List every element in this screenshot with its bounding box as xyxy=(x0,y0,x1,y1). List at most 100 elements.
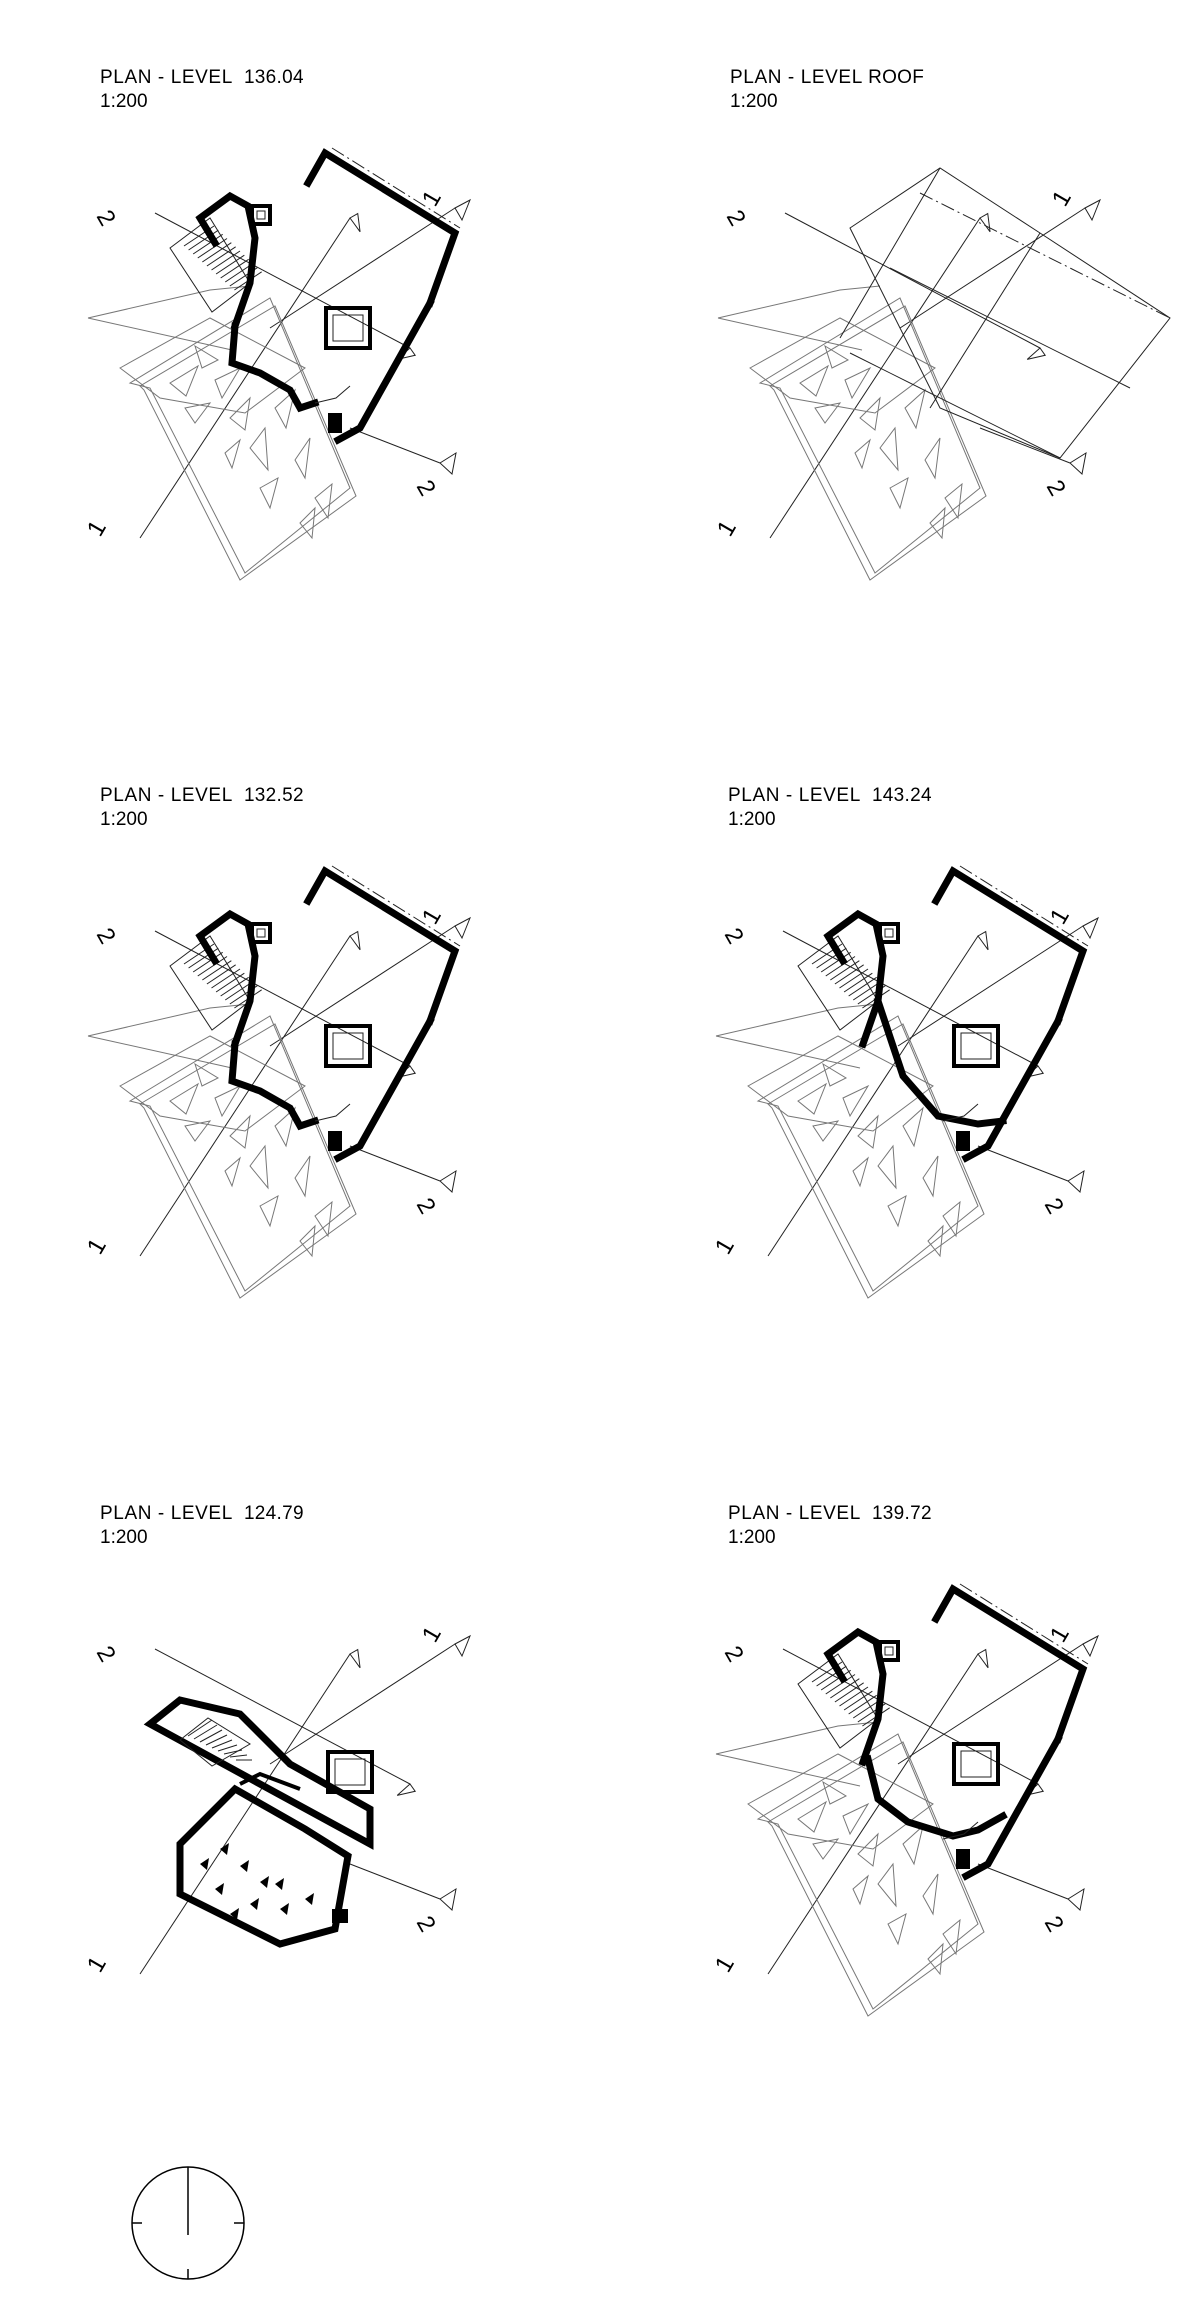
stair-tread xyxy=(199,1729,223,1743)
section-line xyxy=(139,1653,351,1975)
terrace-outline-inner xyxy=(139,305,357,581)
section-line-ext xyxy=(349,1145,441,1182)
stair-tread xyxy=(211,968,241,989)
wedge-line xyxy=(715,1753,861,1787)
section-arrow-icon xyxy=(1067,1887,1085,1911)
column xyxy=(328,1131,342,1151)
stair-tread xyxy=(830,1678,860,1699)
wedge-line xyxy=(715,1721,879,1755)
screen-fin xyxy=(927,1224,944,1258)
screen-fin xyxy=(229,1114,251,1149)
plan-title: PLAN - LEVEL 143.24 xyxy=(728,785,932,806)
stair-tread xyxy=(202,242,232,263)
screen-fin xyxy=(299,1224,316,1258)
south-wall xyxy=(228,1040,320,1131)
screen-fin xyxy=(857,1114,879,1149)
lift-car xyxy=(960,1750,992,1778)
plan-scale: 1:200 xyxy=(730,91,778,112)
section-arrow-icon xyxy=(439,451,457,475)
canopy-outline xyxy=(119,1035,306,1132)
service-box xyxy=(250,922,272,944)
section-arrow-icon xyxy=(979,212,991,233)
screen-fin xyxy=(877,1144,897,1190)
lift-shaft xyxy=(326,1750,374,1794)
section-line-ext xyxy=(269,207,456,329)
service-box xyxy=(250,204,272,226)
plan-title: PLAN - LEVEL 124.79 xyxy=(100,1503,304,1524)
screen-fin xyxy=(842,1802,870,1836)
screen-fin xyxy=(942,1918,961,1956)
section-label: 2 xyxy=(411,1912,441,1937)
screen-fin xyxy=(249,1144,269,1190)
section-line xyxy=(139,217,351,539)
section-label: 1 xyxy=(1045,1622,1075,1647)
north-wall xyxy=(303,148,460,308)
stair-tread xyxy=(839,968,869,989)
section-arrow-icon xyxy=(439,1887,457,1911)
stair-tread xyxy=(848,1694,877,1715)
screen-fin xyxy=(922,1873,939,1916)
plan-scale: 1:200 xyxy=(100,1527,148,1548)
south-wall xyxy=(863,1754,1008,1840)
pile-marker xyxy=(240,1860,249,1872)
stair-tread xyxy=(197,238,228,259)
screen-fin xyxy=(859,396,881,431)
screen-fin xyxy=(229,396,251,431)
stair-tread xyxy=(848,976,877,997)
column xyxy=(328,413,342,433)
screen-fin xyxy=(294,1155,311,1198)
section-arrow-icon xyxy=(1082,916,1099,940)
interior-wall xyxy=(239,1771,301,1791)
stair-tread xyxy=(215,972,245,993)
north-wall xyxy=(931,1584,1088,1744)
service-box xyxy=(878,922,900,944)
screen-fin xyxy=(259,1194,279,1228)
stair-tread xyxy=(188,229,219,251)
section-arrow-icon xyxy=(977,930,989,951)
column xyxy=(332,1909,348,1923)
stair-tread xyxy=(816,1665,847,1687)
section-label: 1 xyxy=(82,1952,112,1977)
east-wall xyxy=(961,1734,1063,1881)
stair-tread xyxy=(215,254,245,275)
glazing-line xyxy=(959,1583,1089,1665)
screen-fin xyxy=(259,476,279,510)
glazing-line xyxy=(331,147,461,229)
section-label: 2 xyxy=(411,1194,441,1219)
section-line xyxy=(154,930,411,1067)
stair-tread xyxy=(229,1754,248,1758)
section-label: 2 xyxy=(721,206,751,231)
plan-title: PLAN - LEVEL 132.52 xyxy=(100,785,304,806)
screen-fin xyxy=(294,437,311,480)
door-swing xyxy=(942,1821,979,1840)
lift-car xyxy=(332,314,364,342)
terrace-outline xyxy=(758,297,981,574)
screen-fin xyxy=(824,344,850,369)
stair-tread xyxy=(206,964,236,985)
terrace-outline xyxy=(756,1015,979,1292)
service-box-inner xyxy=(884,1646,894,1656)
wedge-line xyxy=(87,285,251,319)
stair-tread xyxy=(820,951,851,973)
section-arrow-icon xyxy=(1069,451,1087,475)
section-arrow-icon xyxy=(1084,198,1101,222)
screen-fin xyxy=(194,1062,220,1087)
section-arrow-icon xyxy=(1067,1169,1085,1193)
pile-marker xyxy=(260,1876,269,1888)
plan-scale: 1:200 xyxy=(728,809,776,830)
screen-fin xyxy=(224,438,241,470)
section-arrow-icon xyxy=(454,916,471,940)
south-wall xyxy=(873,996,1007,1128)
section-line-ext xyxy=(269,1643,456,1765)
pile-marker xyxy=(305,1893,314,1905)
section-arrow-icon xyxy=(1026,347,1047,360)
terrace-outline xyxy=(128,1015,351,1292)
screen-fin xyxy=(799,364,830,397)
screen-fin xyxy=(822,1780,848,1805)
stair-tread xyxy=(834,964,864,985)
screen-fin xyxy=(194,344,220,369)
section-label: 2 xyxy=(91,1642,121,1667)
canopy-outline xyxy=(747,1753,934,1850)
